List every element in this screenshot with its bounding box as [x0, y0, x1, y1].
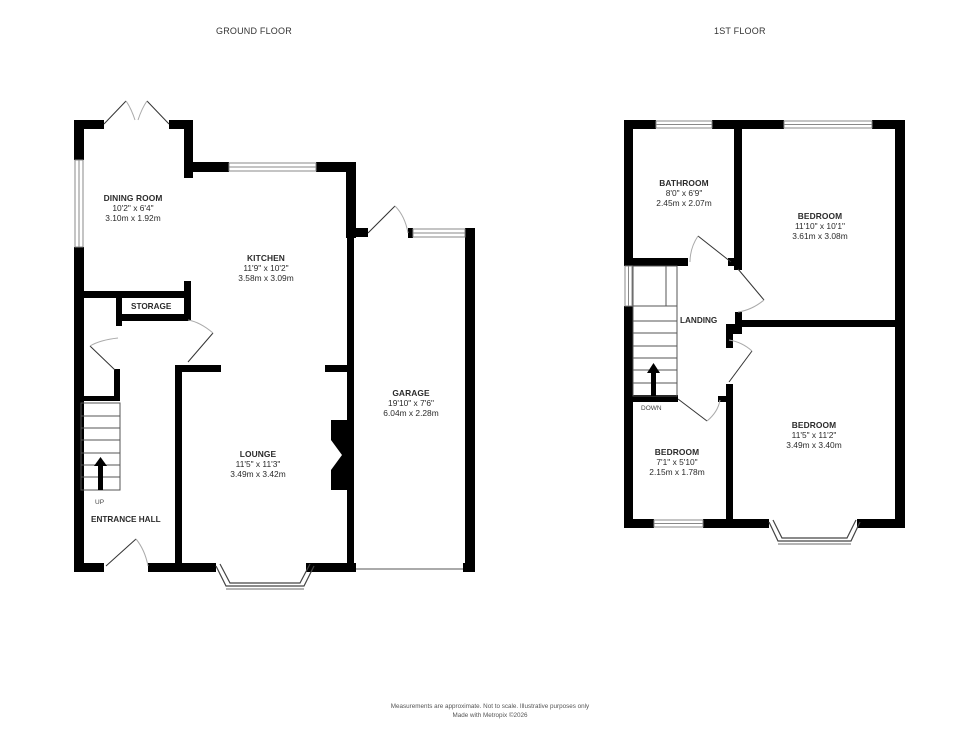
room-bathroom: BATHROOM 8'0" x 6'9" 2.45m x 2.07m — [656, 178, 711, 208]
room-name: BEDROOM — [797, 211, 843, 221]
room-imperial: 10'2" x 6'4" — [112, 203, 154, 213]
room-metric: 3.61m x 3.08m — [792, 231, 848, 241]
room-metric: 2.15m x 1.78m — [649, 467, 705, 477]
room-metric: 3.49m x 3.40m — [786, 440, 842, 450]
room-name: KITCHEN — [247, 253, 285, 263]
room-storage: STORAGE — [131, 302, 172, 311]
room-metric: 3.49m x 3.42m — [230, 469, 286, 479]
disclaimer: Measurements are approximate. Not to sca… — [0, 703, 980, 720]
room-metric: 3.58m x 3.09m — [238, 273, 294, 283]
ground-floor-title: GROUND FLOOR — [216, 26, 292, 36]
room-entrance-hall: ENTRANCE HALL — [91, 515, 161, 524]
room-imperial: 11'5" x 11'2" — [791, 430, 837, 440]
room-lounge: LOUNGE 11'5" x 11'3" 3.49m x 3.42m — [230, 449, 285, 479]
room-imperial: 7'1" x 5'10" — [656, 457, 698, 467]
room-landing: LANDING — [680, 316, 718, 325]
disclaimer-line-1: Measurements are approximate. Not to sca… — [390, 703, 590, 710]
room-name: GARAGE — [392, 388, 430, 398]
room-name: BEDROOM — [791, 420, 837, 430]
room-imperial: 11'5" x 11'3" — [235, 459, 281, 469]
room-metric: 3.10m x 1.92m — [105, 213, 161, 223]
room-bedroom-3: BEDROOM 7'1" x 5'10" 2.15m x 1.78m — [649, 447, 704, 477]
disclaimer-line-2: Made with Metropix ©2026 — [452, 711, 528, 719]
room-name: DINING ROOM — [103, 193, 163, 203]
stairs-down-label: DOWN — [641, 405, 662, 412]
room-kitchen: KITCHEN 11'9" x 10'2" 3.58m x 3.09m — [238, 253, 293, 283]
room-imperial: 11'10" x 10'1" — [795, 221, 845, 231]
stairs-down-arrow-icon — [647, 363, 660, 396]
first-floor-title: 1ST FLOOR — [714, 26, 766, 36]
room-bedroom-1: BEDROOM 11'10" x 10'1" 3.61m x 3.08m — [792, 211, 847, 241]
room-bedroom-2: BEDROOM 11'5" x 11'2" 3.49m x 3.40m — [786, 420, 841, 450]
room-name: LOUNGE — [239, 449, 277, 459]
room-imperial: 11'9" x 10'2" — [243, 263, 289, 273]
room-garage: GARAGE 19'10" x 7'6" 6.04m x 2.28m — [383, 388, 438, 418]
room-dining-room: DINING ROOM 10'2" x 6'4" 3.10m x 1.92m — [104, 193, 163, 223]
room-name: BATHROOM — [659, 178, 709, 188]
stairs-up-arrow-icon — [94, 457, 107, 490]
room-metric: 2.45m x 2.07m — [656, 198, 712, 208]
room-name: BEDROOM — [654, 447, 700, 457]
room-metric: 6.04m x 2.28m — [383, 408, 439, 418]
room-imperial: 19'10" x 7'6" — [388, 398, 434, 408]
room-imperial: 8'0" x 6'9" — [665, 188, 703, 198]
stairs-up-label: UP — [95, 499, 105, 506]
